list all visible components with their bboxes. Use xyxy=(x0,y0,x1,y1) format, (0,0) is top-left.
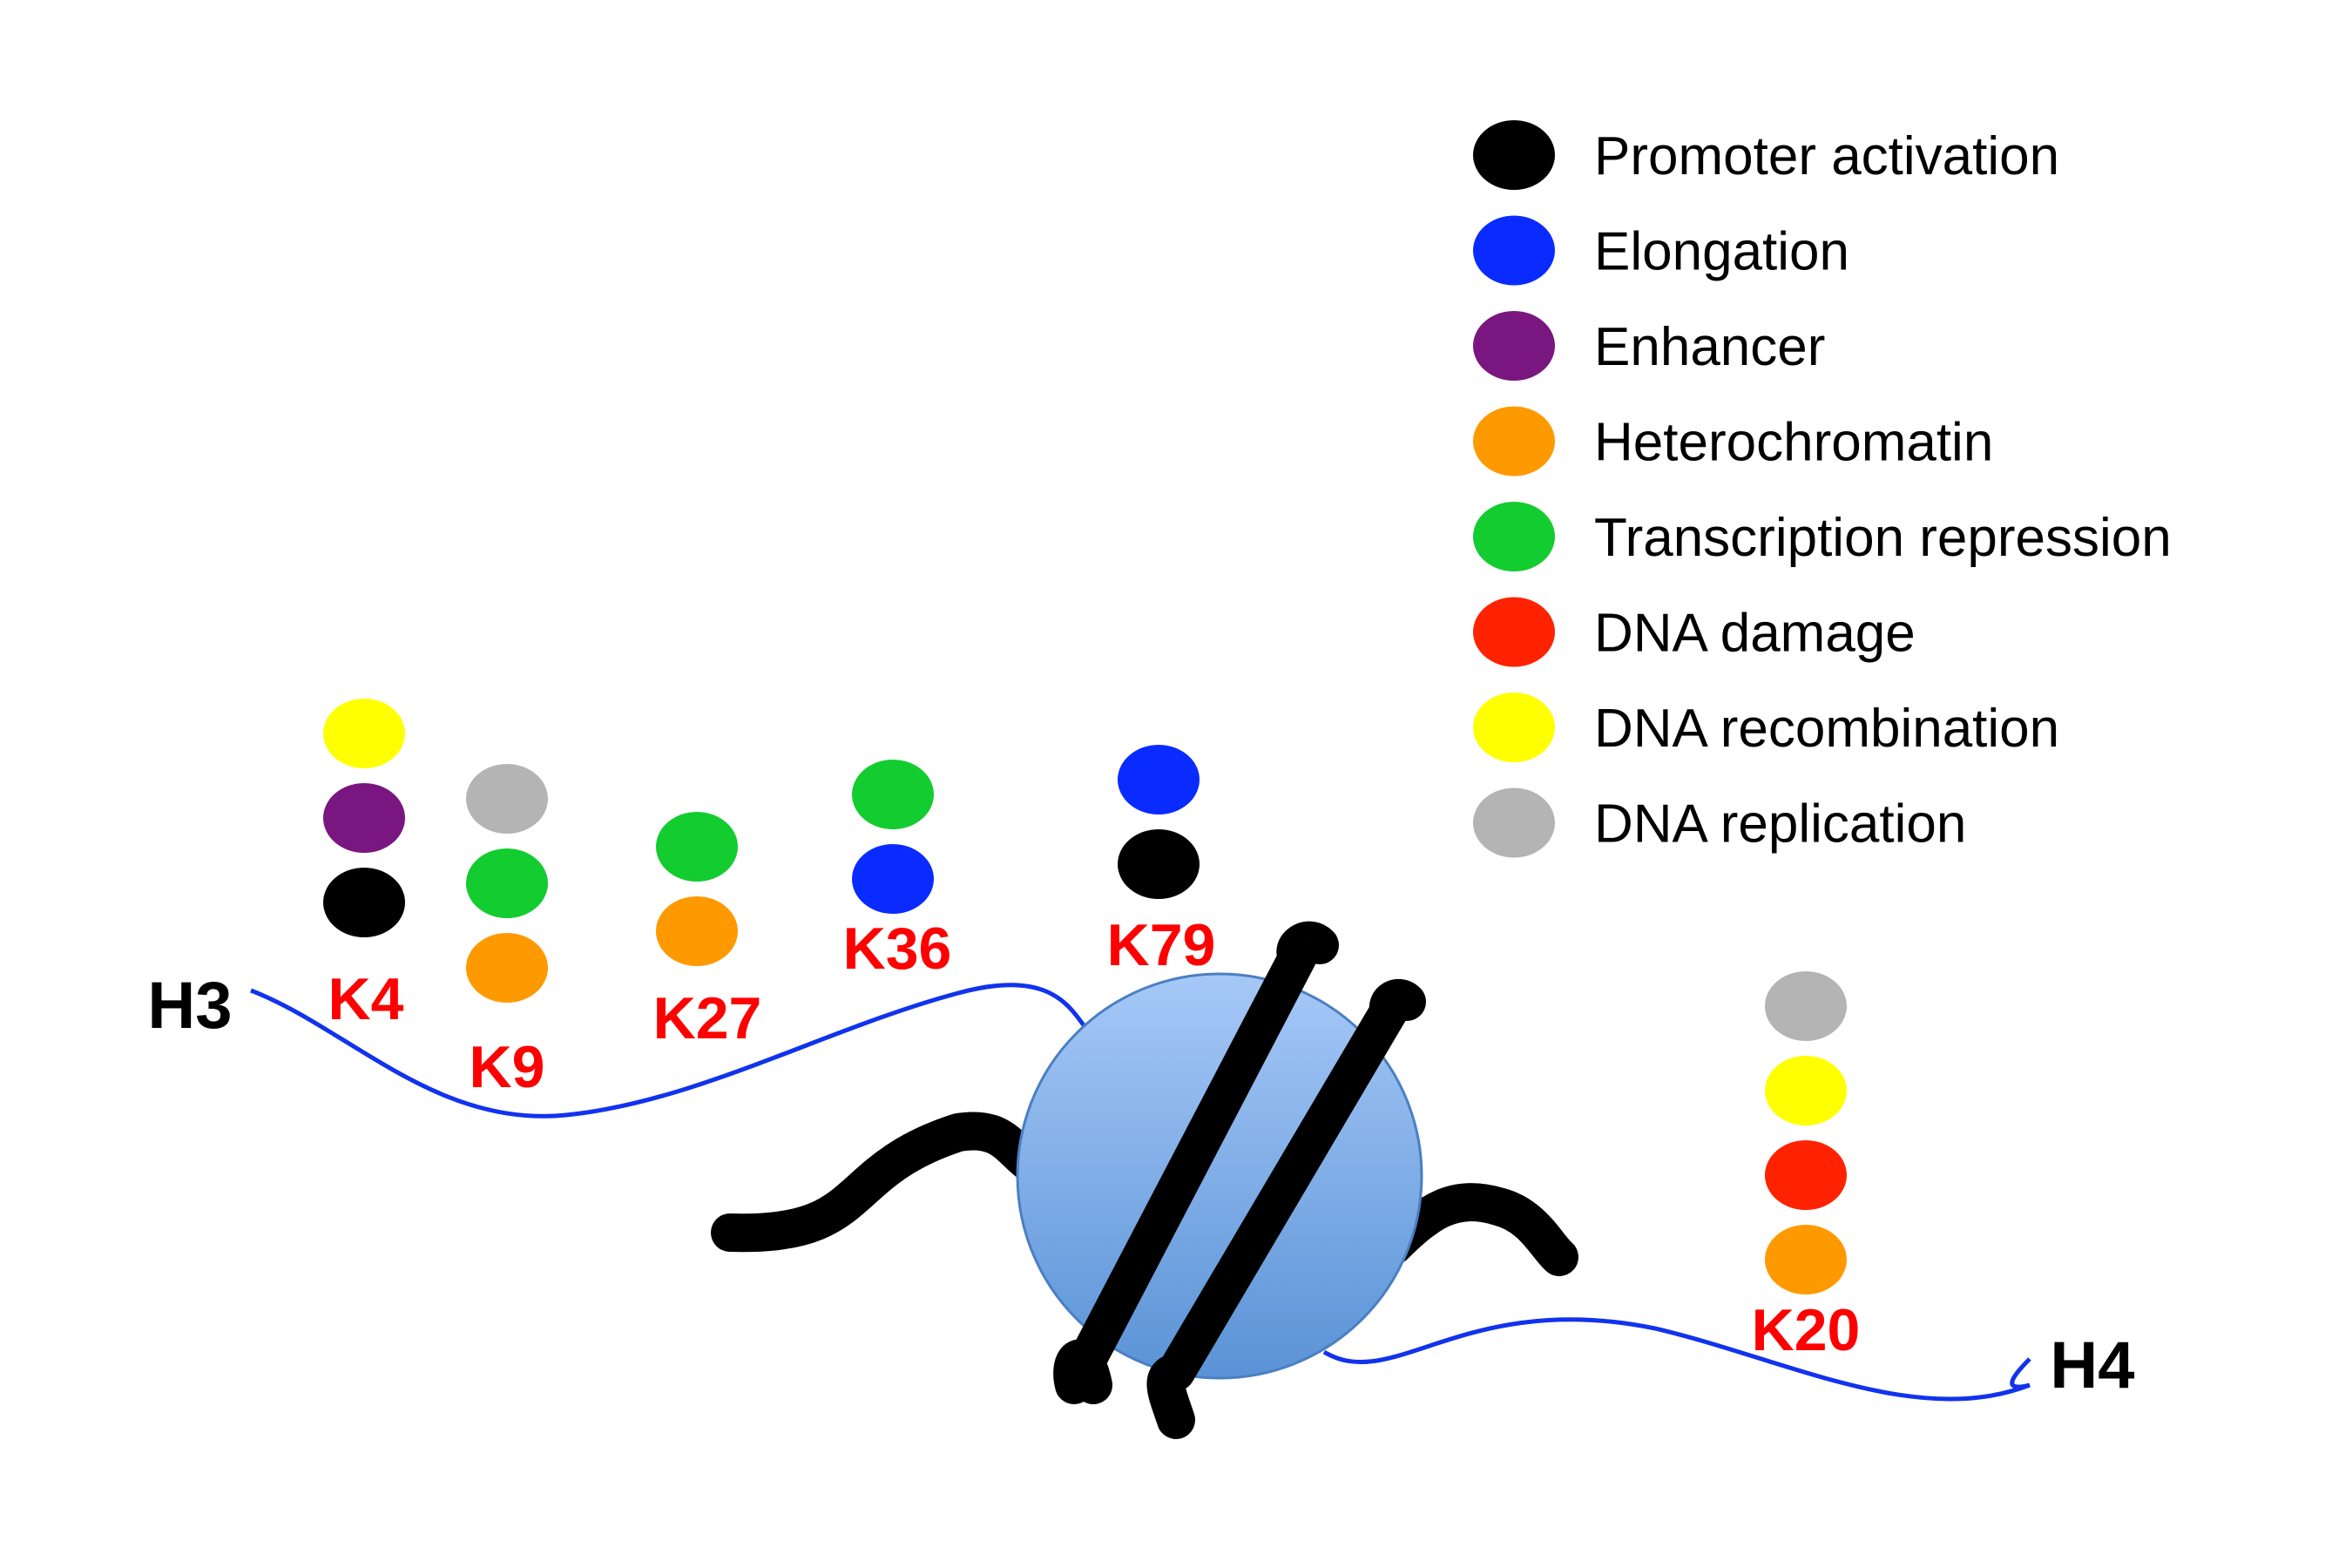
legend-label-elongation: Elongation xyxy=(1594,222,1849,282)
legend-swatch-dna-replication xyxy=(1473,787,1555,858)
mark-k9-heterochromatin xyxy=(466,933,548,1003)
mark-k36-elongation xyxy=(852,844,934,914)
mark-k9-transcription-repression xyxy=(466,848,548,918)
mark-k27-transcription-repression xyxy=(656,812,738,882)
legend-swatch-enhancer xyxy=(1473,311,1555,381)
legend-swatch-dna-damage xyxy=(1473,597,1555,667)
mark-k4-dna-recombination xyxy=(323,699,405,768)
legend-label-promoter-activation: Promoter activation xyxy=(1594,126,2059,186)
modification-marks xyxy=(323,699,1847,1294)
legend-label-dna-replication: DNA replication xyxy=(1594,794,1966,855)
h4-tail-line xyxy=(1322,1317,2031,1402)
legend-swatch-dna-recombination xyxy=(1473,693,1555,762)
lysine-label-k36: K36 xyxy=(843,916,952,982)
legend-label-heterochromatin: Heterochromatin xyxy=(1594,413,1993,473)
dna-left-arm xyxy=(711,1112,1064,1253)
legend-swatch-promoter-activation xyxy=(1473,120,1555,190)
mark-k20-dna-replication xyxy=(1765,971,1847,1041)
lysine-label-k79: K79 xyxy=(1107,912,1216,978)
mark-k27-heterochromatin xyxy=(656,896,738,966)
dna-coil-1 xyxy=(1053,921,1339,1404)
legend-swatch-heterochromatin xyxy=(1473,406,1555,476)
mark-k36-transcription-repression xyxy=(852,760,934,829)
mark-k4-promoter-activation xyxy=(323,868,405,937)
legend-swatch-transcription-repression xyxy=(1473,502,1555,571)
legend-label-dna-damage: DNA damage xyxy=(1594,604,1916,664)
mark-k20-dna-damage xyxy=(1765,1140,1847,1210)
mark-k20-dna-recombination xyxy=(1765,1056,1847,1125)
legend-swatch-elongation xyxy=(1473,215,1555,286)
mark-k4-enhancer xyxy=(323,783,405,853)
mark-k79-elongation xyxy=(1118,745,1200,814)
lysine-label-k9: K9 xyxy=(470,1034,545,1100)
h4-label: H4 xyxy=(2050,1328,2134,1402)
mark-k79-promoter-activation xyxy=(1118,829,1200,899)
lysine-label-k27: K27 xyxy=(653,985,762,1051)
legend-label-transcription-repression: Transcription repression xyxy=(1594,508,2172,568)
mark-k20-heterochromatin xyxy=(1765,1225,1847,1294)
h3-tail-line xyxy=(250,983,1091,1119)
lysine-label-k4: K4 xyxy=(328,966,404,1032)
h3-label: H3 xyxy=(147,969,232,1043)
dna-coil-2 xyxy=(1146,978,1426,1439)
lysine-label-k20: K20 xyxy=(1752,1297,1861,1363)
legend-label-enhancer: Enhancer xyxy=(1594,317,1825,377)
legend-label-dna-recombination: DNA recombination xyxy=(1594,699,2059,759)
mark-k9-dna-replication xyxy=(466,764,548,834)
dna-right-arm xyxy=(1375,1183,1578,1276)
legend: Promoter activationElongationEnhancerHet… xyxy=(1473,120,2172,858)
